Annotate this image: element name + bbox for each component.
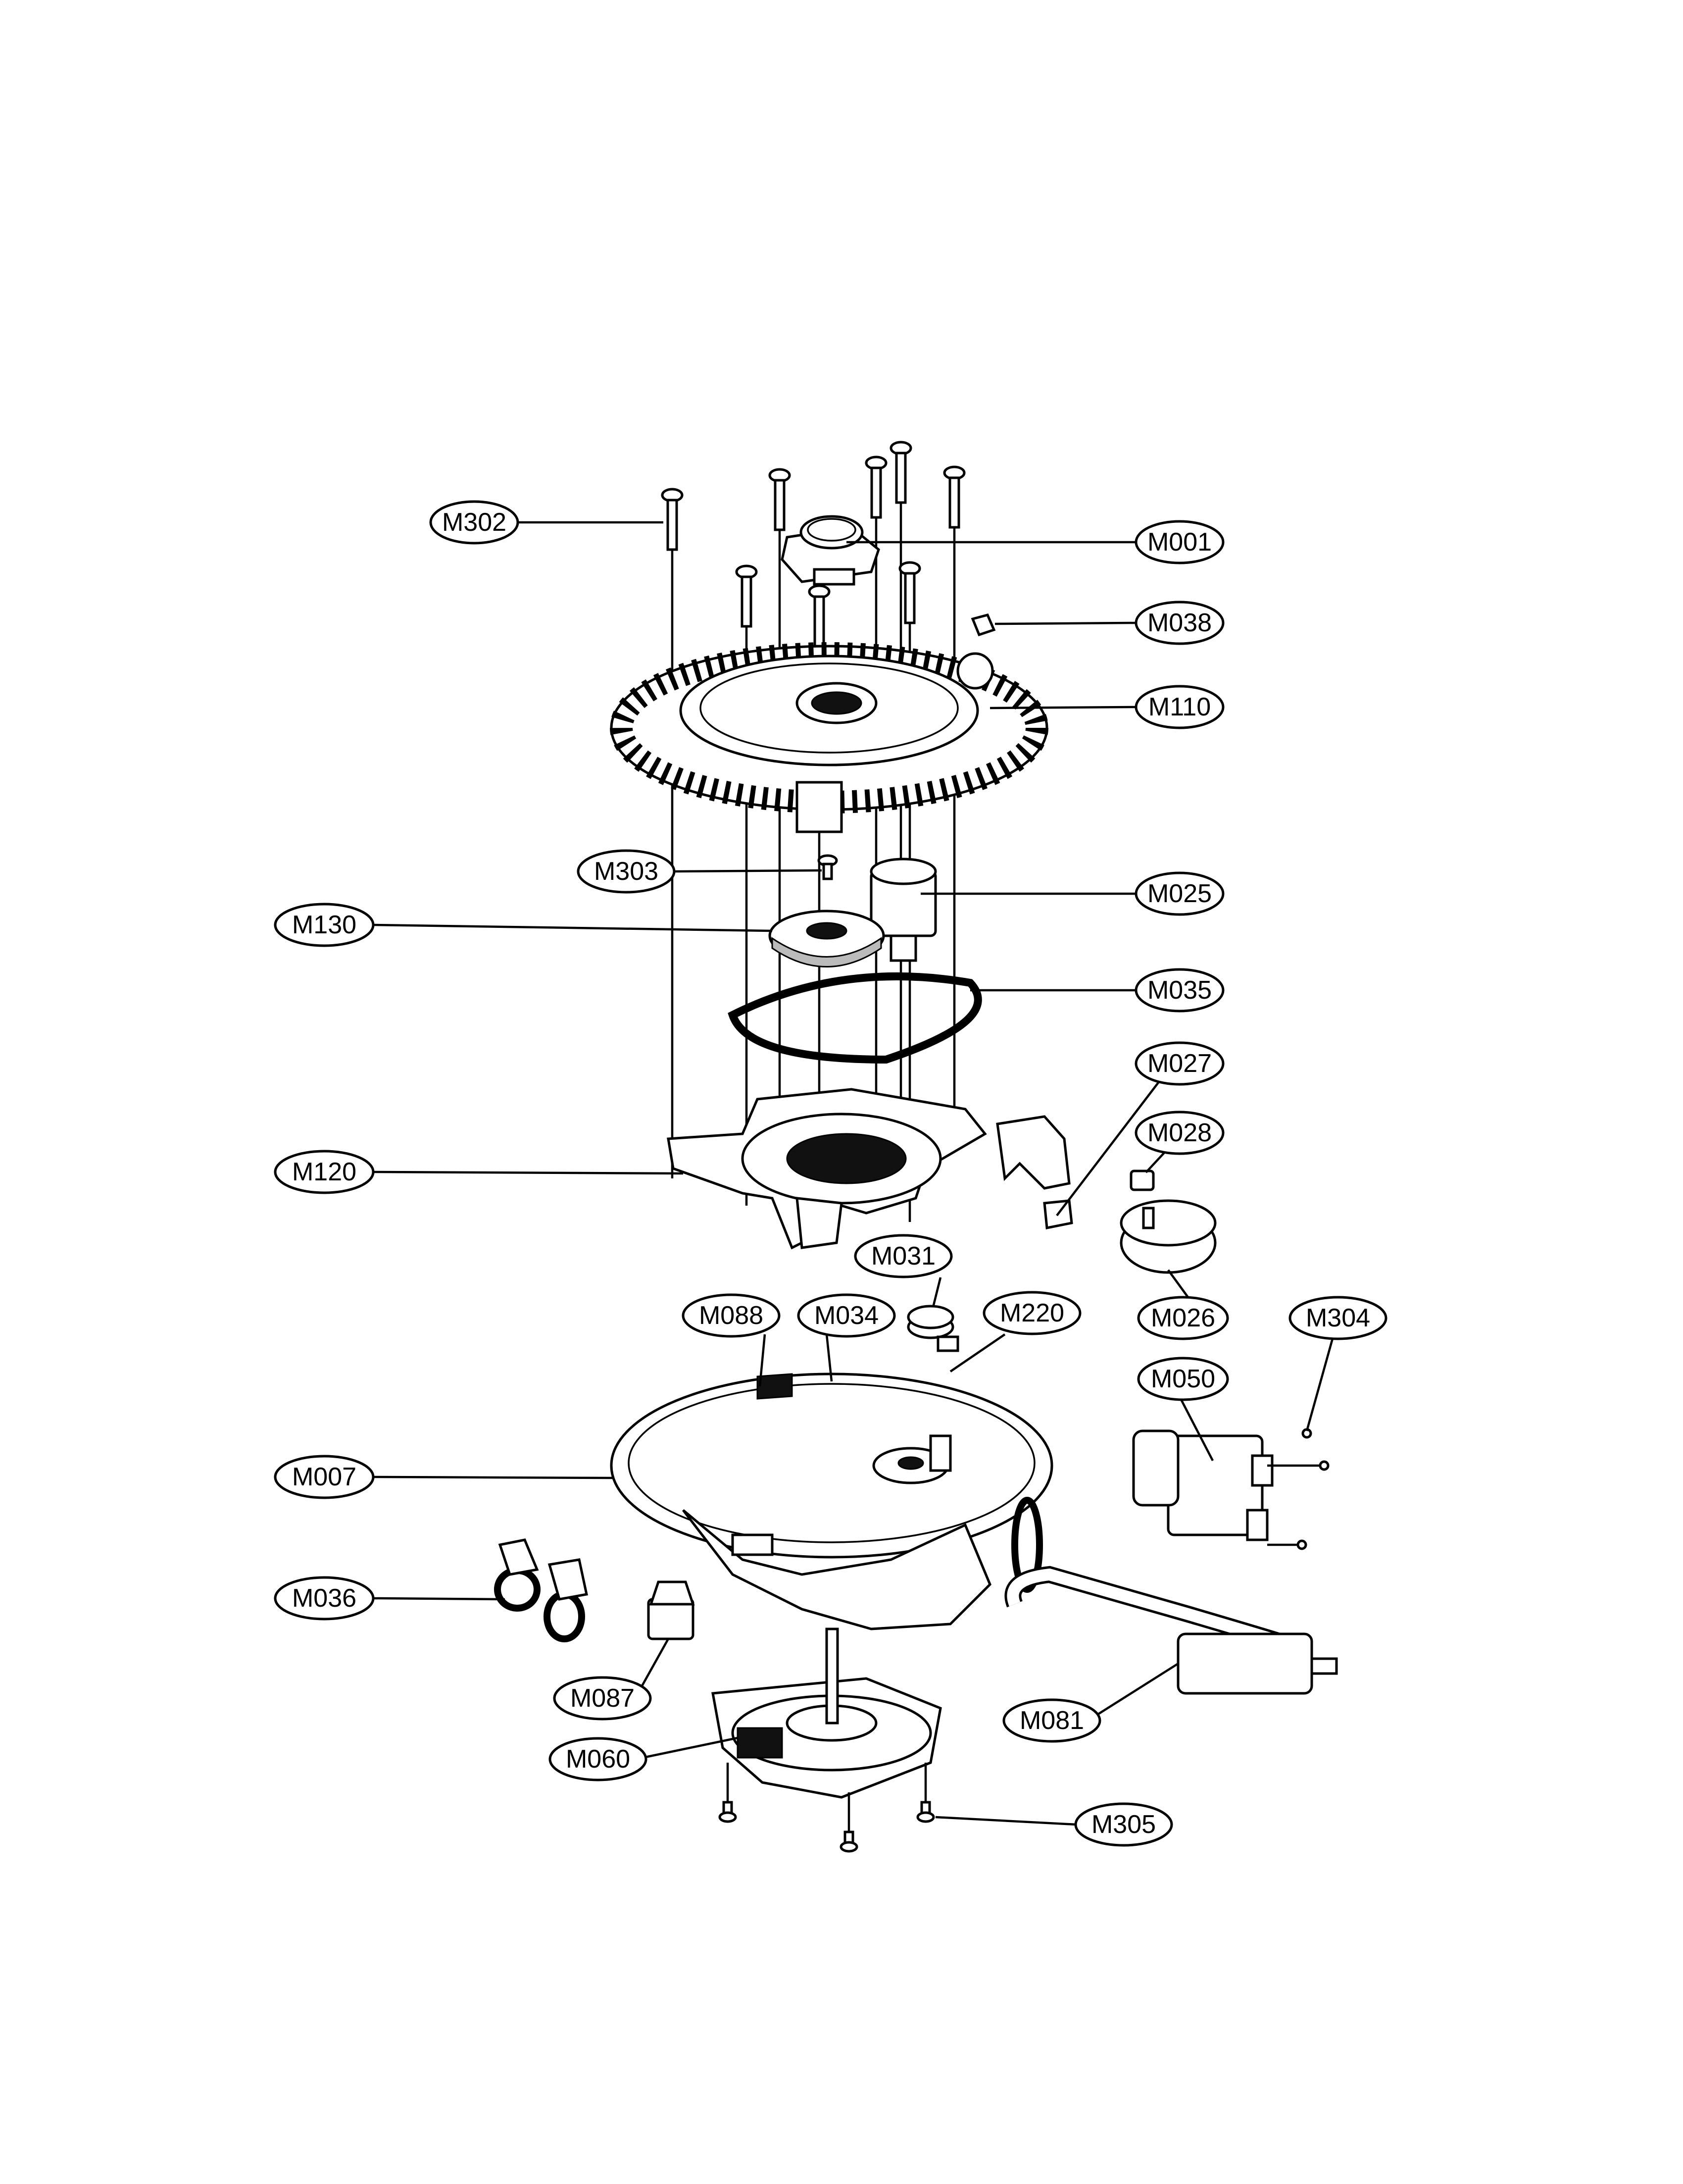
wash-motor-part — [711, 1627, 942, 1799]
small-motor-part — [1120, 1199, 1217, 1274]
callout-m120: M120 — [274, 1150, 375, 1194]
callout-m130: M130 — [274, 903, 375, 947]
callout-m110: M110 — [1135, 685, 1225, 729]
svg-text:M120: M120 — [292, 1158, 356, 1186]
svg-text:M220: M220 — [1000, 1299, 1064, 1327]
callout-m028: M028 — [1135, 1111, 1225, 1155]
svg-text:M130: M130 — [292, 911, 356, 939]
svg-text:M034: M034 — [814, 1301, 879, 1330]
callout-m302: M302 — [429, 500, 519, 545]
svg-text:M031: M031 — [871, 1242, 936, 1270]
callout-m034: M034 — [797, 1293, 896, 1338]
svg-text:M304: M304 — [1306, 1304, 1370, 1332]
heater-part — [1004, 1566, 1338, 1695]
drain-pump-part — [1132, 1429, 1322, 1546]
svg-text:M007: M007 — [292, 1463, 356, 1491]
gasket-part — [728, 972, 982, 1064]
callout-m050: M050 — [1137, 1357, 1229, 1401]
callout-m007: M007 — [274, 1455, 375, 1499]
svg-text:M025: M025 — [1147, 879, 1212, 908]
callout-m304: M304 — [1288, 1296, 1387, 1340]
svg-text:M028: M028 — [1147, 1118, 1212, 1147]
callout-m027: M027 — [1135, 1041, 1225, 1086]
svg-text:M081: M081 — [1020, 1706, 1084, 1735]
pump-housing-part — [667, 1088, 987, 1250]
callout-m026: M026 — [1137, 1296, 1229, 1340]
svg-text:M110: M110 — [1148, 693, 1211, 721]
callout-m001: M001 — [1135, 520, 1225, 564]
callout-m087: M087 — [553, 1676, 652, 1721]
svg-text:M038: M038 — [1147, 609, 1212, 637]
hose-clamps-part — [494, 1538, 588, 1642]
cylinder-part — [870, 858, 937, 962]
callout-m303: M303 — [577, 849, 676, 894]
small-block-part — [1130, 1169, 1155, 1191]
small-screw-part — [817, 854, 838, 880]
svg-text:M027: M027 — [1147, 1049, 1212, 1078]
callout-m060: M060 — [548, 1737, 647, 1781]
callout-m025: M025 — [1135, 871, 1225, 916]
sump-part — [610, 1372, 1053, 1630]
svg-text:M060: M060 — [566, 1745, 630, 1774]
clip-part — [971, 613, 996, 637]
leader-lines — [373, 521, 1335, 1826]
callout-m038: M038 — [1135, 601, 1225, 645]
screw-set-pump — [1296, 1428, 1330, 1550]
filter-ring-part — [610, 642, 1048, 833]
svg-text:M036: M036 — [292, 1584, 356, 1613]
svg-text:M035: M035 — [1147, 976, 1212, 1005]
impeller-part — [768, 910, 885, 967]
small-cap-part — [907, 1305, 954, 1339]
svg-text:M303: M303 — [594, 857, 658, 886]
callout-m081: M081 — [1002, 1698, 1101, 1743]
svg-text:M001: M001 — [1147, 528, 1212, 557]
callout-m220: M220 — [983, 1291, 1082, 1335]
svg-text:M302: M302 — [442, 508, 506, 537]
callout-m031: M031 — [854, 1234, 953, 1278]
connector-part — [647, 1580, 695, 1640]
callout-m035: M035 — [1135, 968, 1225, 1013]
callout-m036: M036 — [274, 1576, 375, 1621]
cap-part — [781, 515, 880, 586]
sensor-part — [937, 1335, 959, 1352]
svg-text:M088: M088 — [699, 1301, 763, 1330]
callout-m088: M088 — [682, 1293, 781, 1338]
svg-text:M050: M050 — [1151, 1365, 1215, 1393]
bracket-part — [996, 1115, 1073, 1229]
svg-text:M305: M305 — [1091, 1810, 1156, 1839]
screw-set-bottom — [718, 1763, 935, 1853]
callout-m305: M305 — [1074, 1802, 1173, 1847]
svg-text:M087: M087 — [570, 1684, 635, 1713]
svg-text:M026: M026 — [1151, 1304, 1215, 1332]
